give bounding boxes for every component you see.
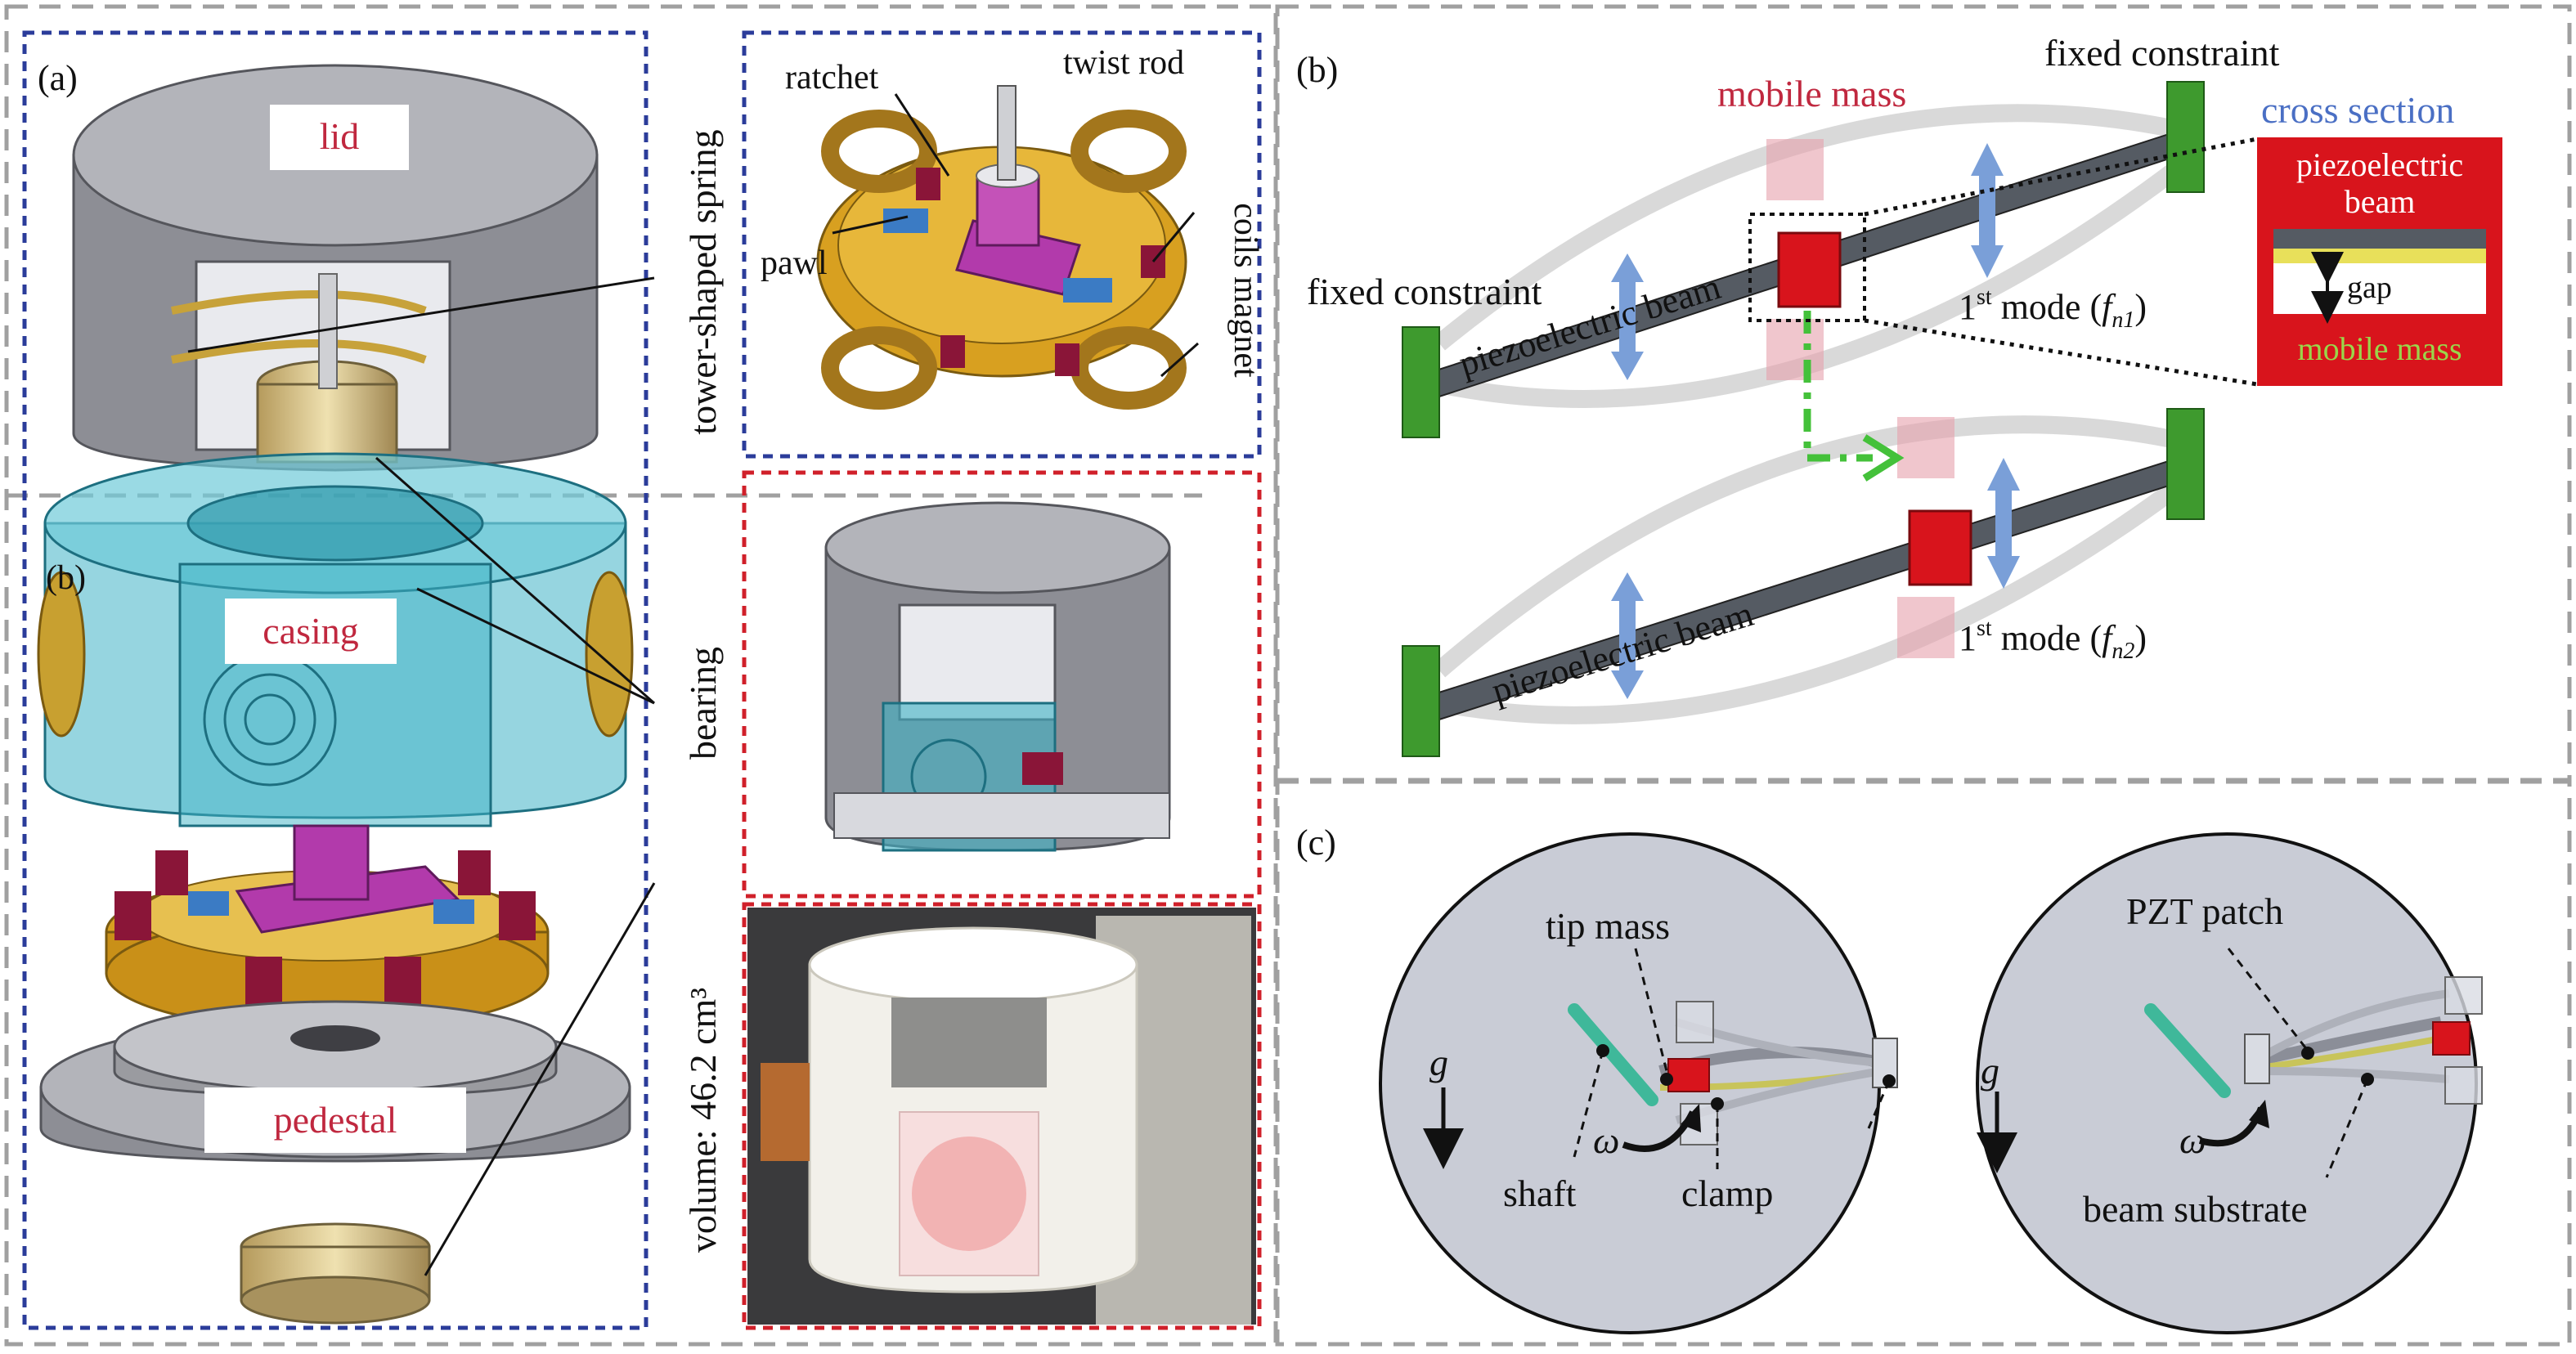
fixed-top-label: fixed constraint (2044, 32, 2280, 74)
cs-beam (2273, 229, 2486, 249)
casing-label-box (225, 599, 397, 664)
cross-section (2257, 137, 2502, 386)
cs-piezo-label-1: piezoelectric (2296, 146, 2463, 183)
g-left: g (1429, 1042, 1448, 1083)
mass-ghosts (1766, 139, 1954, 658)
panel-a: lid casing (b) (22, 30, 1264, 1330)
pawl-label: pawl (761, 244, 828, 282)
constraint-right-1 (2166, 81, 2205, 193)
leaders-right (2227, 948, 2369, 1178)
ratchet-assembly (105, 824, 550, 1032)
constraint-left-1 (1402, 326, 1440, 438)
coils-magnet-label: coils magnet (1227, 203, 1264, 378)
zoom-box (1748, 213, 1866, 322)
assembly-frame (22, 30, 648, 1330)
harvester-right (1977, 976, 2483, 1173)
transfer-arrow-head (1862, 434, 1905, 482)
panel-a-tag: (a) (38, 58, 78, 98)
panel-b: piezoelectric beam gap mobile mass (b) f… (1296, 32, 2502, 757)
ratchet-detail (816, 85, 1187, 410)
constraint-right-2 (2166, 408, 2205, 520)
mobile-mass-1 (1777, 231, 1842, 308)
g-right: g (1981, 1050, 1999, 1092)
beam-substrate-label: beam substrate (2083, 1188, 2308, 1230)
lid-label: lid (320, 115, 360, 157)
panel-b-tag: (b) (1296, 50, 1338, 90)
ratchet-leaders (832, 93, 1199, 378)
volume-label: volume: 46.2 cm³ (682, 988, 724, 1253)
leaders-left (1573, 948, 1891, 1169)
casing-label: casing (263, 610, 359, 652)
transfer-arrow (1803, 311, 1873, 462)
pedestal-part (39, 1000, 631, 1325)
prototype-photo (747, 908, 1256, 1325)
pedestal-label-box (204, 1087, 466, 1153)
mobile-mass-label: mobile mass (1717, 73, 1906, 114)
omega-left: ω (1593, 1119, 1619, 1161)
panel-c-tag: (c) (1296, 823, 1336, 863)
mode-2-label: 1st mode (fn2) (1959, 616, 2147, 664)
omega-right: ω (2179, 1119, 2206, 1161)
mobile-mass-2 (1908, 509, 1972, 586)
cross-section-label: cross section (2261, 89, 2454, 131)
cs-mass-label: mobile mass (2297, 330, 2462, 367)
zoom-line-top (1864, 137, 2258, 217)
panel-c: (c) tip mass shaft (1296, 823, 2483, 1334)
cs-piezo-label-2: beam (2345, 183, 2416, 220)
ratchet-frame (742, 30, 1262, 459)
tip-mass-label: tip mass (1546, 905, 1670, 947)
mode-1-label: 1st mode (fn1) (1959, 285, 2147, 333)
frame-b (1275, 4, 2572, 782)
zoom-line-bottom (1864, 318, 2258, 387)
twist-rod-label: twist rod (1063, 44, 1184, 82)
bearing-label: bearing (682, 647, 724, 760)
harvester-left (1423, 1001, 1898, 1169)
frame-c (1275, 779, 2572, 1347)
cs-gap-label: gap (2347, 271, 2392, 305)
fixed-constraints (1402, 81, 2205, 757)
spring-label: tower-shaped spring (682, 129, 724, 434)
cs-gap (2273, 263, 2486, 314)
pzt-patch-label: PZT patch (2126, 890, 2283, 932)
vibration-arrows (1611, 143, 2020, 699)
frame-left (4, 4, 1278, 1347)
sub-tag-b: (b) (46, 559, 86, 597)
model-render (824, 501, 1171, 852)
pedestal-label: pedestal (274, 1099, 397, 1141)
shaft-label: shaft (1503, 1172, 1577, 1214)
constraint-left-2 (1402, 645, 1440, 757)
leader-lines (187, 276, 656, 1276)
clamp-label: clamp (1681, 1172, 1773, 1214)
lid-label-box (270, 105, 409, 170)
model-frame (742, 470, 1262, 899)
cs-piezo-layer (2273, 249, 2486, 263)
photo-frame (742, 902, 1262, 1330)
ratchet-label: ratchet (785, 59, 879, 96)
fixed-left-label: fixed constraint (1307, 271, 1542, 312)
